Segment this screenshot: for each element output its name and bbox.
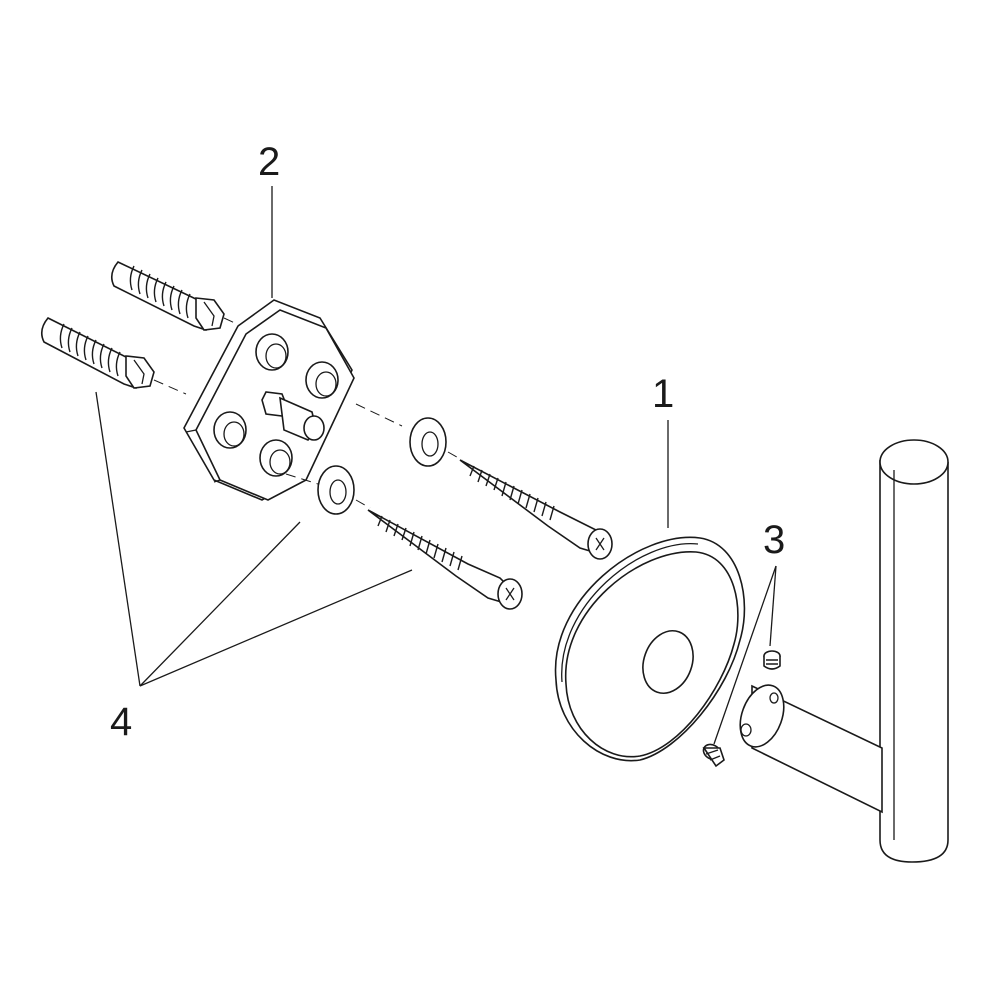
part-label-3: 3 [763,518,786,562]
leader-line-4b [139,521,301,687]
part-label-1: 1 [652,372,675,416]
wall-plug-upper [110,261,225,331]
washer-lower [317,465,355,515]
leader-line-3b [713,565,777,745]
screw-lower [367,509,523,610]
axis-line-plate-upper [355,403,403,427]
leader-line-4c [139,569,413,687]
cover-rosette [554,536,746,762]
part-label-4: 4 [110,700,133,744]
washer-upper [409,417,447,467]
leader-line-4a [95,391,141,687]
part-label-2: 2 [258,140,281,184]
wall-plug-lower [40,317,155,389]
set-screw-lower [702,743,725,768]
axis-line-plate-lower [285,473,319,485]
holder-arm [739,439,949,863]
mounting-plate [183,299,355,501]
screw-upper [459,459,613,560]
axis-line-washer-lower [355,499,371,509]
axis-line-washer-upper [447,451,463,461]
axis-line-lower-plug [153,379,187,395]
set-screw-upper [763,650,781,670]
leader-line-3a [769,565,777,647]
